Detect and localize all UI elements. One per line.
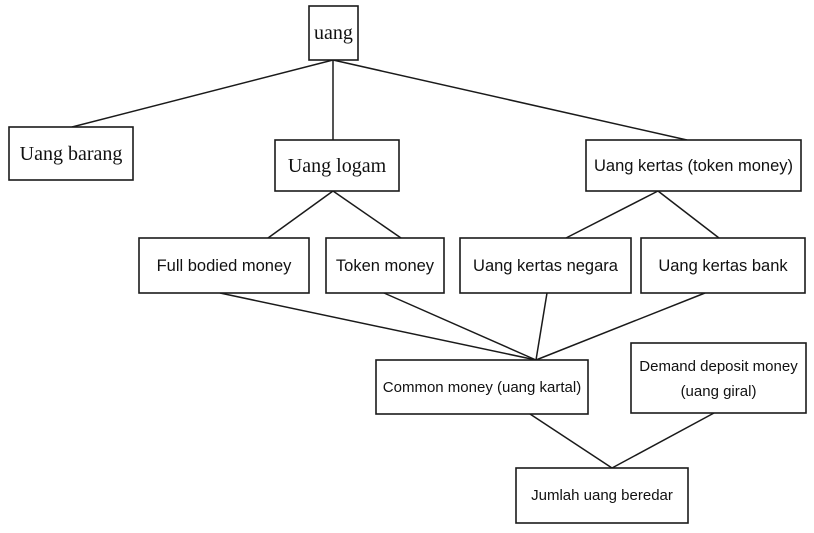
connector-uang-kertas-to-bank <box>657 190 720 239</box>
node-uang-logam-label: Uang logam <box>288 155 387 177</box>
node-demand-deposit-line1: Demand deposit money <box>639 358 798 375</box>
node-uang-kertas-label: Uang kertas (token money) <box>594 157 793 175</box>
node-token-money-label: Token money <box>336 257 435 275</box>
node-uang-kertas-negara: Uang kertas negara <box>459 237 632 294</box>
node-token-money: Token money <box>325 237 445 294</box>
node-uang-kertas-negara-label: Uang kertas negara <box>473 257 619 275</box>
connector-uang-logam-to-full-bodied <box>267 190 334 239</box>
node-uang: uang <box>308 5 359 61</box>
node-uang-label: uang <box>314 22 353 44</box>
node-jumlah-uang-beredar-label: Jumlah uang beredar <box>531 487 673 504</box>
node-uang-barang-label: Uang barang <box>20 143 123 165</box>
node-common-money: Common money (uang kartal) <box>375 359 589 415</box>
node-uang-kertas-bank-label: Uang kertas bank <box>658 257 788 275</box>
connector-bank-to-common <box>535 292 706 361</box>
node-uang-kertas-bank: Uang kertas bank <box>640 237 806 294</box>
node-jumlah-uang-beredar: Jumlah uang beredar <box>515 467 689 524</box>
node-full-bodied-money: Full bodied money <box>138 237 310 294</box>
connector-uang-to-uang-kertas <box>332 59 688 141</box>
node-demand-deposit-line2: (uang giral) <box>681 383 757 400</box>
connectors <box>71 59 720 469</box>
connector-common-to-jumlah <box>529 413 613 469</box>
node-uang-logam: Uang logam <box>274 139 400 192</box>
connector-negara-to-common <box>535 292 548 361</box>
node-uang-kertas: Uang kertas (token money) <box>585 139 802 192</box>
connector-uang-to-uang-barang <box>71 59 334 128</box>
connector-demand-to-jumlah <box>611 412 715 469</box>
connector-token-money-to-common <box>383 292 537 361</box>
connector-uang-logam-to-token-money <box>332 190 402 239</box>
node-common-money-label: Common money (uang kartal) <box>383 379 581 396</box>
node-uang-barang: Uang barang <box>8 126 134 181</box>
connector-full-bodied-to-common <box>219 292 537 361</box>
node-demand-deposit-money: Demand deposit money (uang giral) <box>630 342 807 414</box>
connector-uang-kertas-to-negara <box>565 190 659 239</box>
node-full-bodied-money-label: Full bodied money <box>157 257 293 275</box>
